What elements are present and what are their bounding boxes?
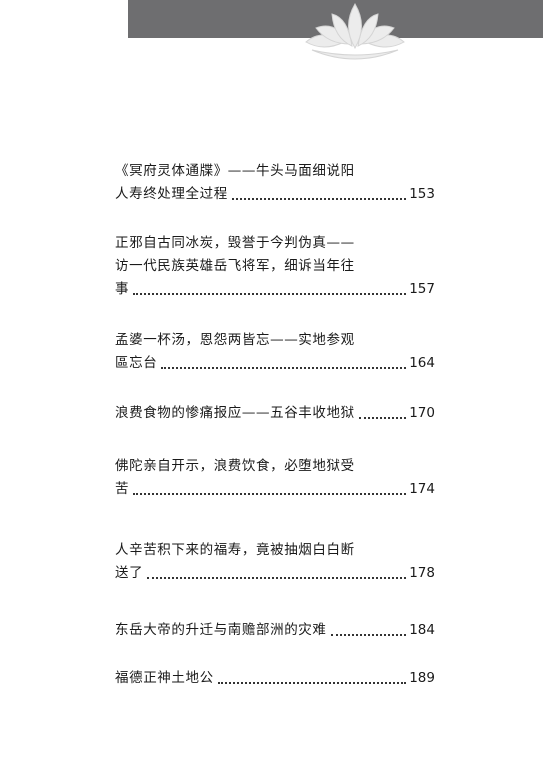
dot-leader: [161, 367, 407, 369]
entry-title-line: 人辛苦积下来的福寿，竟被抽烟白白断: [115, 542, 355, 558]
dot-leader: [217, 682, 407, 684]
entry-title-line: 浪费食物的惨痛报应——五谷丰收地狱: [115, 405, 355, 421]
toc-entry[interactable]: 浪费食物的惨痛报应——五谷丰收地狱 170: [115, 402, 435, 425]
page-number: 178: [409, 565, 435, 581]
toc-entry[interactable]: 人辛苦积下来的福寿，竟被抽烟白白断 送了 178: [115, 539, 435, 585]
entry-title-line: 人寿终处理全过程: [115, 186, 228, 202]
page-number: 157: [409, 281, 435, 297]
entry-title-line: 东岳大帝的升迁与南赡部洲的灾难: [115, 622, 327, 638]
entry-title-line: 访一代民族英雄岳飞将军，细诉当年往: [115, 258, 355, 274]
dot-leader: [133, 293, 407, 295]
entry-title-line: 送了: [115, 565, 144, 581]
entry-title-line: 正邪自古同冰炭，毁誉于今判伪真——: [115, 235, 355, 251]
dot-leader: [133, 493, 407, 495]
entry-title-line: 事: [115, 281, 130, 297]
entry-title-line: 苦: [115, 481, 130, 497]
page-number: 164: [409, 355, 435, 371]
dot-leader: [231, 198, 407, 200]
dot-leader: [147, 577, 407, 579]
lotus-icon: [305, 3, 405, 60]
entry-title-line: 區忘台: [115, 355, 158, 371]
entry-title-line: 《冥府灵体通牒》——牛头马面细说阳: [115, 163, 355, 179]
toc-entry[interactable]: 福德正神土地公 189: [115, 667, 435, 690]
dot-leader: [330, 634, 407, 636]
toc-entry[interactable]: 孟婆一杯汤，恩怨两皆忘——实地参观 區忘台 164: [115, 329, 435, 375]
entry-title-line: 佛陀亲自开示，浪费饮食，必堕地狱受: [115, 458, 355, 474]
toc-entry[interactable]: 《冥府灵体通牒》——牛头马面细说阳 人寿终处理全过程 153: [115, 160, 435, 206]
page-number: 184: [409, 622, 435, 638]
entry-title-line: 福德正神土地公: [115, 670, 214, 686]
dot-leader: [358, 417, 407, 419]
page-number: 174: [409, 481, 435, 497]
entry-title-line: 孟婆一杯汤，恩怨两皆忘——实地参观: [115, 332, 355, 348]
toc-entry[interactable]: 东岳大帝的升迁与南赡部洲的灾难 184: [115, 619, 435, 642]
page-number: 189: [409, 670, 435, 686]
toc-entry[interactable]: 正邪自古同冰炭，毁誉于今判伪真—— 访一代民族英雄岳飞将军，细诉当年往 事 15…: [115, 232, 435, 301]
page-number: 153: [409, 186, 435, 202]
page-number: 170: [409, 405, 435, 421]
toc-entry[interactable]: 佛陀亲自开示，浪费饮食，必堕地狱受 苦 174: [115, 455, 435, 501]
